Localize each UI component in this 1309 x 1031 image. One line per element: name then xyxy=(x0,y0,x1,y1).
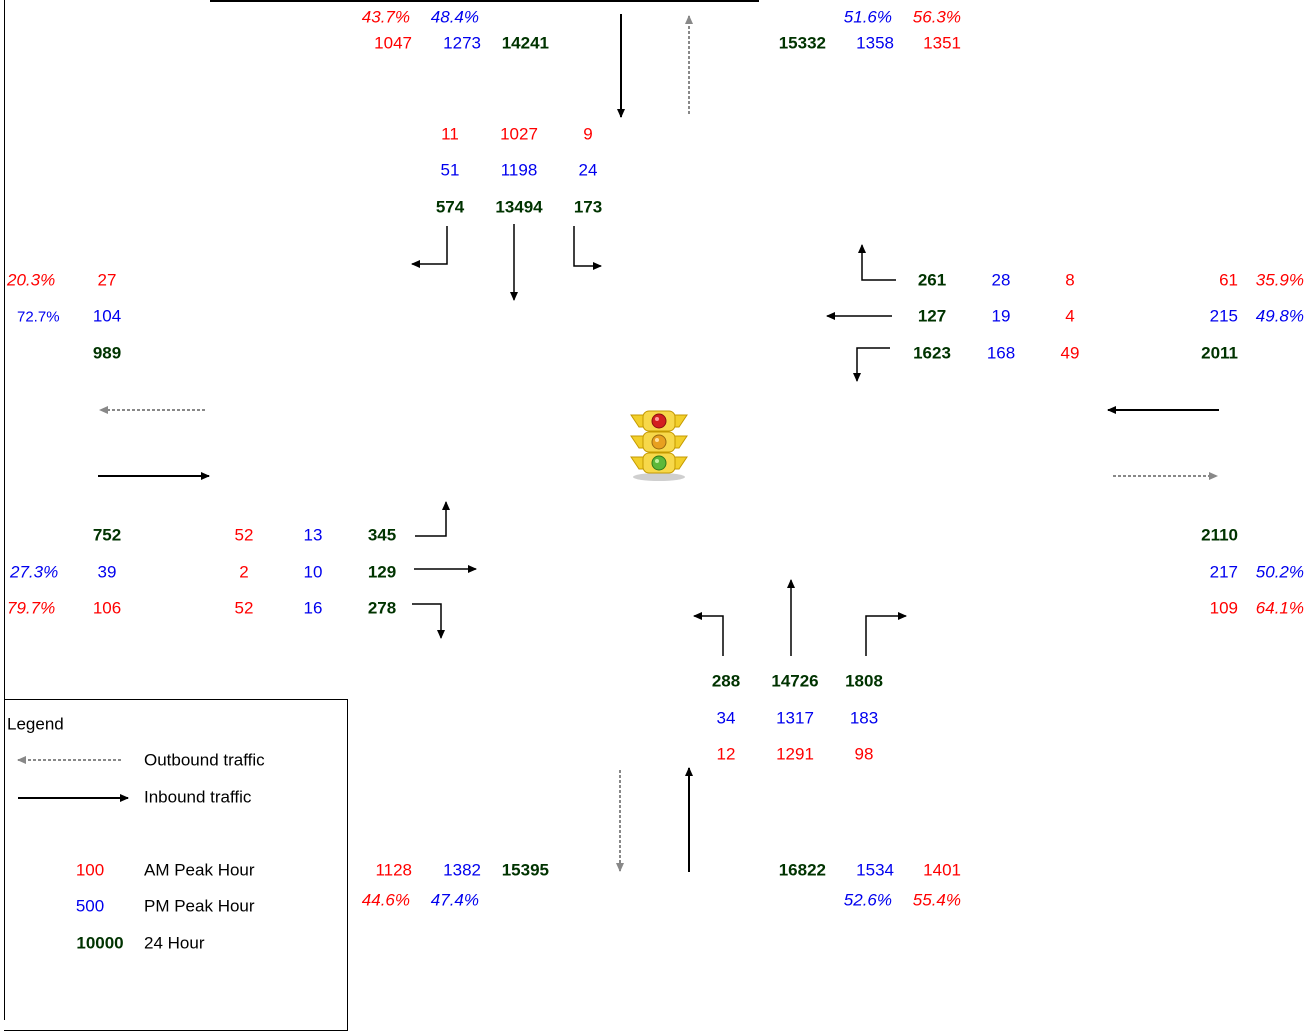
east-inbound-am: 109 xyxy=(1209,598,1238,618)
west-inbound-am: 106 xyxy=(92,598,122,618)
north-right-24h: 574 xyxy=(435,197,465,217)
east-left-turn-arrow xyxy=(853,347,890,382)
south-left-turn-arrow xyxy=(693,612,724,656)
east-right-24h: 261 xyxy=(917,270,947,290)
east-left-am: 49 xyxy=(1060,343,1080,363)
legend-am-sample: 100 xyxy=(75,860,105,880)
west-outbound-am-pct: 20.3% xyxy=(7,270,56,290)
south-right-turn-arrow xyxy=(865,612,907,656)
east-inbound-24h: 2110 xyxy=(1201,525,1238,545)
north-left-turn-arrow xyxy=(573,226,602,270)
south-inbound-24h: 16822 xyxy=(778,860,826,880)
south-right-pm: 183 xyxy=(849,708,879,728)
east-inbound-am-pct: 64.1% xyxy=(1255,598,1304,618)
legend-24h-sample: 10000 xyxy=(76,933,124,953)
east-outbound-am: 61 xyxy=(1219,270,1238,290)
west-left-pm: 13 xyxy=(303,525,323,545)
legend-am-label: AM Peak Hour xyxy=(144,860,255,880)
south-outbound-am: 1128 xyxy=(375,860,412,880)
north-outbound-am-pct: 43.7% xyxy=(361,7,410,27)
north-through-pm: 1198 xyxy=(500,160,538,180)
north-through-24h: 13494 xyxy=(495,197,543,217)
north-right-am: 11 xyxy=(441,124,459,144)
east-right-turn-arrow xyxy=(858,244,896,281)
legend-outbound-label: Outbound traffic xyxy=(144,750,265,770)
west-inbound-pm-pct: 27.3% xyxy=(10,562,59,582)
east-inbound-pm-pct: 50.2% xyxy=(1255,562,1304,582)
north-outbound-pm-pct: 48.4% xyxy=(430,7,479,27)
north-right-turn-arrow xyxy=(411,226,448,268)
south-outbound-24h: 15395 xyxy=(501,860,549,880)
north-right-pm: 51 xyxy=(440,160,460,180)
south-inbound-pm: 1534 xyxy=(856,860,894,880)
east-through-am: 4 xyxy=(1065,306,1075,326)
east-right-am: 8 xyxy=(1065,270,1075,290)
east-right-pm: 28 xyxy=(991,270,1011,290)
west-left-turn-arrow xyxy=(415,501,450,537)
south-inbound-am-pct: 55.4% xyxy=(912,890,961,910)
frame-left-border xyxy=(4,0,5,1020)
legend-inbound-label: Inbound traffic xyxy=(144,787,252,807)
north-inbound-am-pct: 56.3% xyxy=(912,7,961,27)
south-inbound-am: 1401 xyxy=(923,860,961,880)
north-inbound-24h: 15332 xyxy=(778,33,826,53)
west-right-24h: 278 xyxy=(367,598,397,618)
east-left-24h: 1623 xyxy=(913,343,951,363)
north-outbound-pm: 1273 xyxy=(443,33,481,53)
north-inbound-am: 1351 xyxy=(923,33,961,53)
east-through-pm: 19 xyxy=(991,306,1011,326)
east-inbound-pm: 217 xyxy=(1209,562,1238,582)
south-through-pm: 1317 xyxy=(776,708,814,728)
west-through-am: 2 xyxy=(239,562,249,582)
north-inbound-pm-pct: 51.6% xyxy=(843,7,892,27)
legend-pm-sample: 500 xyxy=(75,896,105,916)
south-right-24h: 1808 xyxy=(845,671,883,691)
west-outbound-am: 27 xyxy=(97,270,117,290)
west-left-24h: 345 xyxy=(367,525,397,545)
east-outbound-am-pct: 35.9% xyxy=(1255,270,1304,290)
west-right-pm: 16 xyxy=(303,598,323,618)
west-outbound-24h: 989 xyxy=(92,343,122,363)
north-left-24h: 173 xyxy=(573,197,603,217)
south-left-24h: 288 xyxy=(711,671,741,691)
west-inbound-24h: 752 xyxy=(92,525,122,545)
west-outbound-pm: 104 xyxy=(92,306,122,326)
north-through-am: 1027 xyxy=(500,124,538,144)
east-left-pm: 168 xyxy=(986,343,1016,363)
south-through-24h: 14726 xyxy=(771,671,819,691)
south-left-pm: 34 xyxy=(716,708,736,728)
south-inbound-pm-pct: 52.6% xyxy=(843,890,892,910)
legend-title: Legend xyxy=(7,714,64,734)
east-outbound-24h: 2011 xyxy=(1201,343,1238,363)
south-right-am: 98 xyxy=(854,744,874,764)
south-outbound-pm: 1382 xyxy=(443,860,481,880)
west-inbound-pm: 39 xyxy=(97,562,117,582)
frame-top-border xyxy=(210,0,759,2)
south-through-am: 1291 xyxy=(776,744,814,764)
west-left-am: 52 xyxy=(234,525,254,545)
south-left-am: 12 xyxy=(716,744,736,764)
east-outbound-pm-pct: 49.8% xyxy=(1255,306,1304,326)
west-outbound-pm-pct: 72.7% xyxy=(17,308,60,326)
legend-pm-label: PM Peak Hour xyxy=(144,896,255,916)
north-outbound-am: 1047 xyxy=(374,33,412,53)
south-outbound-am-pct: 44.6% xyxy=(361,890,410,910)
west-through-24h: 129 xyxy=(367,562,397,582)
east-through-24h: 127 xyxy=(917,306,947,326)
east-outbound-pm: 215 xyxy=(1209,306,1238,326)
north-left-pm: 24 xyxy=(578,160,598,180)
west-right-turn-arrow xyxy=(412,603,445,639)
west-through-pm: 10 xyxy=(303,562,323,582)
north-inbound-pm: 1358 xyxy=(856,33,894,53)
north-left-am: 9 xyxy=(583,124,593,144)
west-inbound-am-pct: 79.7% xyxy=(7,598,56,618)
legend-24h-label: 24 Hour xyxy=(144,933,205,953)
west-right-am: 52 xyxy=(234,598,254,618)
south-outbound-pm-pct: 47.4% xyxy=(430,890,479,910)
north-outbound-24h: 14241 xyxy=(501,33,549,53)
traffic-light-icon xyxy=(630,410,688,481)
